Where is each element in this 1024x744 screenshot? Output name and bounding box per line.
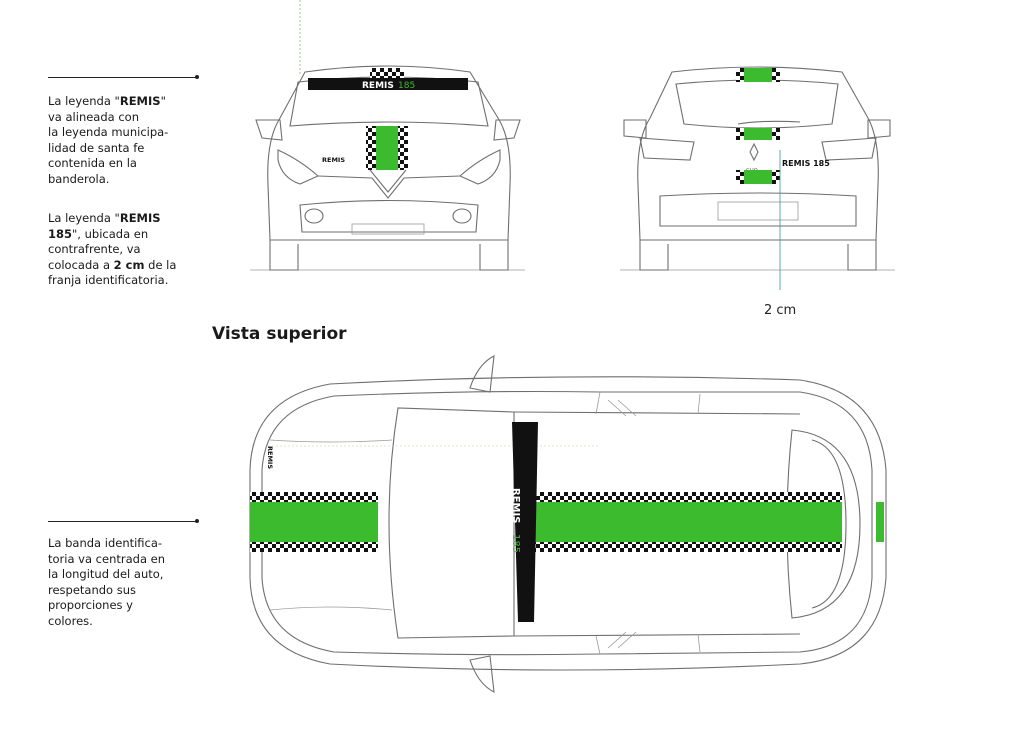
top-band-checker-front-upper: [250, 492, 378, 502]
roof-number-label: 185: [510, 534, 521, 553]
roof-remis-label: REMIS: [510, 488, 521, 523]
top-hood-label: REMIS: [266, 446, 274, 469]
front-note-leader: [48, 75, 199, 79]
front-hood-stripe: [376, 126, 398, 170]
band-note: La banda identifica- toria va centrada e…: [48, 536, 166, 628]
front-hood-checker-right: [398, 126, 408, 170]
banner-remis-label: REMIS: [362, 81, 394, 91]
rear-view: CLIO REMIS 185 2 cm: [620, 66, 895, 318]
rear-plate-label: REMIS 185: [782, 159, 830, 168]
rear-bumper-checker-left: [736, 170, 744, 184]
top-band-rear: [530, 502, 842, 542]
measurement-label: 2 cm: [764, 303, 796, 318]
rear-bumper-stripe: [744, 170, 772, 184]
front-view: REMIS 185 REMIS: [250, 65, 525, 271]
top-band-checker-rear-upper: [530, 492, 842, 502]
rear-roof-stripe: [744, 68, 772, 82]
top-band-checker-rear-lower: [530, 542, 842, 552]
rear-note: La leyenda "REMIS 185", ubicada en contr…: [48, 211, 177, 287]
top-view: REMIS 185 REMIS: [249, 355, 887, 693]
section-title: Vista superior: [212, 324, 347, 344]
rear-window-stripe: [744, 128, 772, 140]
banner-number-label: 185: [398, 81, 415, 91]
top-band-checker-front-lower: [250, 542, 378, 552]
rear-roof-checker-left: [736, 68, 744, 82]
rear-window-checker-right: [772, 128, 780, 140]
rear-roof-checker-right: [772, 68, 780, 82]
front-banner: [308, 78, 468, 90]
front-roof-stripe: [370, 68, 404, 78]
rear-bumper-checker-right: [772, 170, 780, 184]
top-band-tail: [876, 502, 884, 542]
front-hood-checker-left: [366, 126, 376, 170]
rear-window-checker-left: [736, 128, 744, 140]
band-note-leader: [48, 519, 199, 523]
front-hood-label: REMIS: [322, 156, 345, 164]
roof-banner: [512, 422, 538, 622]
top-band-front: [250, 502, 378, 542]
front-note: La leyenda "REMIS" va alineada con la le…: [48, 94, 169, 186]
